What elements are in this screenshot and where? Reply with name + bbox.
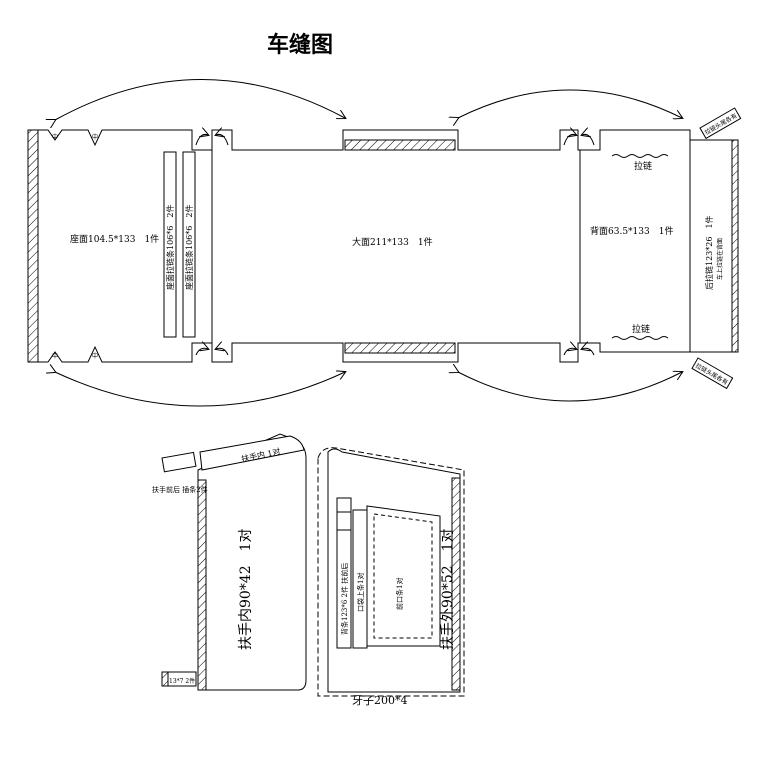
corner-arrow-1 xyxy=(195,134,208,146)
bottom-left-arrow xyxy=(55,372,345,407)
arm-inner-top-strip xyxy=(199,435,305,471)
diagram-title: 车缝图 xyxy=(267,32,333,58)
arm-small-tag-hatch xyxy=(161,671,169,687)
notch-mark-4: 中 xyxy=(92,352,98,360)
rear-strip-hatch xyxy=(731,139,739,353)
corner-arrow-7 xyxy=(563,348,576,356)
big-face-label: 大面211*133 1件 xyxy=(352,236,433,248)
arm-outer-hatch xyxy=(451,477,461,691)
rear-strip-sub: 车上拉链在背面 xyxy=(716,238,724,280)
arm-inner-hatch xyxy=(197,479,207,691)
arm-outer-strip-label: 背条123*6 2件 扶前后 xyxy=(340,563,349,635)
back-label: 背面63.5*133 1件 xyxy=(590,225,673,237)
zipper-strip-2-label: 座面拉链条106*6 2件 xyxy=(184,205,194,290)
zipper-strip-2 xyxy=(182,151,196,338)
arm-front-tag-label: 扶手前后 插条2件 xyxy=(152,485,208,494)
top-left-arrow xyxy=(55,79,345,120)
zipper-wave-bottom xyxy=(611,336,669,340)
corner-arrow-2 xyxy=(216,134,229,146)
corner-arrow-3 xyxy=(563,134,576,146)
bottom-center-strip xyxy=(344,342,456,354)
zipper-bottom-label: 拉链 xyxy=(632,323,650,335)
arm-outer-label: 扶手外90*52 1对 xyxy=(440,528,456,650)
corner-arrow-4 xyxy=(582,134,595,146)
arm-front-tag xyxy=(161,451,197,473)
corner-arrow-6 xyxy=(216,348,229,356)
notch-mark-3: 中 xyxy=(52,352,58,360)
front-panel-b-label: 前口条1对 xyxy=(395,578,404,610)
front-panel-a-label: 口袋上条1对 xyxy=(356,573,365,612)
front-panel-b-dash xyxy=(373,513,433,639)
arm-outer-piping xyxy=(317,447,465,697)
seat-label: 座面104.5*133 1件 xyxy=(70,233,159,245)
top-right-arrow xyxy=(458,89,682,118)
notch-mark-2: 中 xyxy=(92,133,98,141)
zipper-strip-1 xyxy=(163,151,177,338)
arm-inner-label: 扶手内90*42 1对 xyxy=(238,528,254,650)
corner-tag-top: 拉链头尾各有 xyxy=(699,107,742,140)
arm-small-tag-label: 13*7 2件 xyxy=(169,677,195,685)
bottom-right-arrow xyxy=(458,372,682,402)
notch-mark-1: 中 xyxy=(52,133,58,141)
piping-label: 牙子200*4 xyxy=(352,694,408,707)
zipper-wave-top xyxy=(611,154,669,158)
front-panel-b xyxy=(366,505,441,647)
corner-arrow-5 xyxy=(195,348,208,356)
rear-strip-label: 后拉链123*26 1件 xyxy=(704,215,714,290)
corner-arrow-8 xyxy=(582,348,595,356)
arm-outer-strip xyxy=(336,497,352,649)
seat-hatched-edge xyxy=(27,129,39,363)
zipper-top-label: 拉链 xyxy=(634,160,652,172)
top-center-strip xyxy=(344,139,456,151)
zipper-strip-1-label: 座面拉链条106*6 2件 xyxy=(165,205,175,290)
corner-tag-bottom: 拉链头尾各有 xyxy=(691,357,734,390)
